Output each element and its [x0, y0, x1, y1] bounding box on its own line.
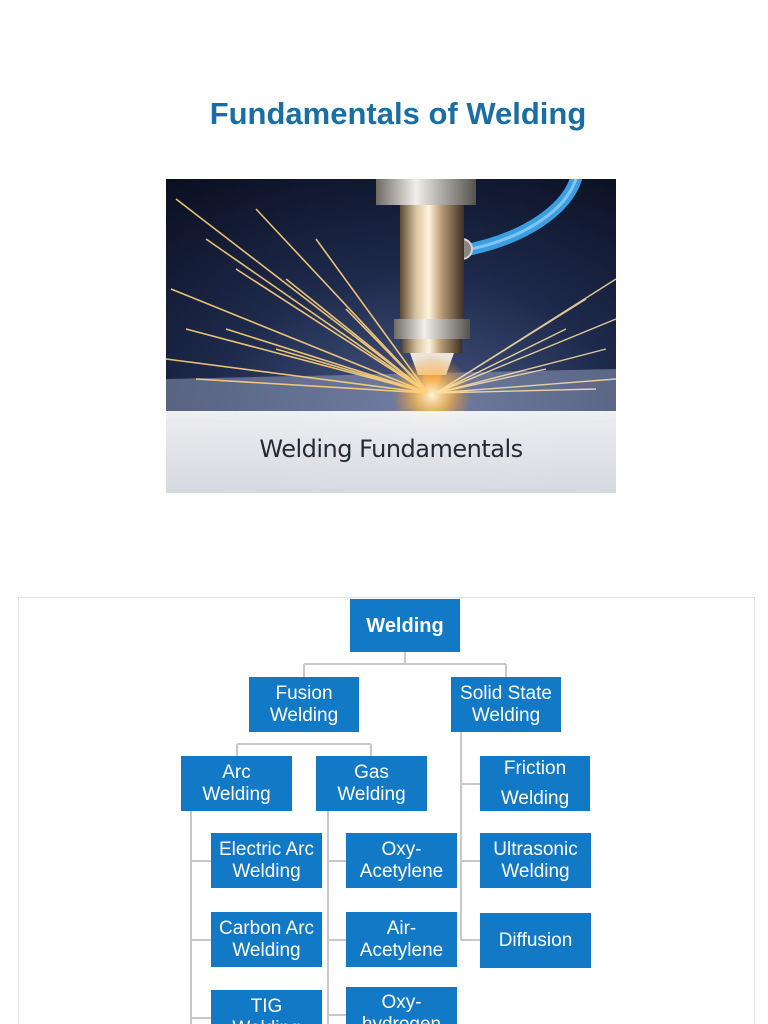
node-tig-welding: TIG Welding: [211, 990, 322, 1024]
node-solid-state-welding: Solid State Welding: [451, 677, 561, 732]
node-gas-welding: Gas Welding: [316, 756, 427, 811]
node-fusion-welding: Fusion Welding: [249, 677, 359, 732]
node-air-acetylene: Air- Acetylene: [346, 912, 457, 967]
node-carbon-arc-welding: Carbon Arc Welding: [211, 912, 322, 967]
node-welding: Welding: [350, 599, 460, 652]
hero-caption-banner: Welding Fundamentals: [166, 411, 616, 493]
node-electric-arc-welding: Electric Arc Welding: [211, 833, 322, 888]
node-diffusion: Diffusion: [480, 913, 591, 968]
welding-hero-image: Welding Fundamentals: [166, 179, 616, 493]
node-friction-welding: Friction Welding: [480, 756, 590, 811]
node-oxy-hydrogen: Oxy- hydrogen: [346, 987, 457, 1024]
node-oxy-acetylene: Oxy- Acetylene: [346, 833, 457, 888]
node-ultrasonic-welding: Ultrasonic Welding: [480, 833, 591, 888]
hero-caption-text: Welding Fundamentals: [259, 435, 523, 463]
page-title: Fundamentals of Welding: [209, 96, 587, 131]
welding-classification-diagram: [18, 597, 755, 1024]
node-arc-welding: Arc Welding: [181, 756, 292, 811]
